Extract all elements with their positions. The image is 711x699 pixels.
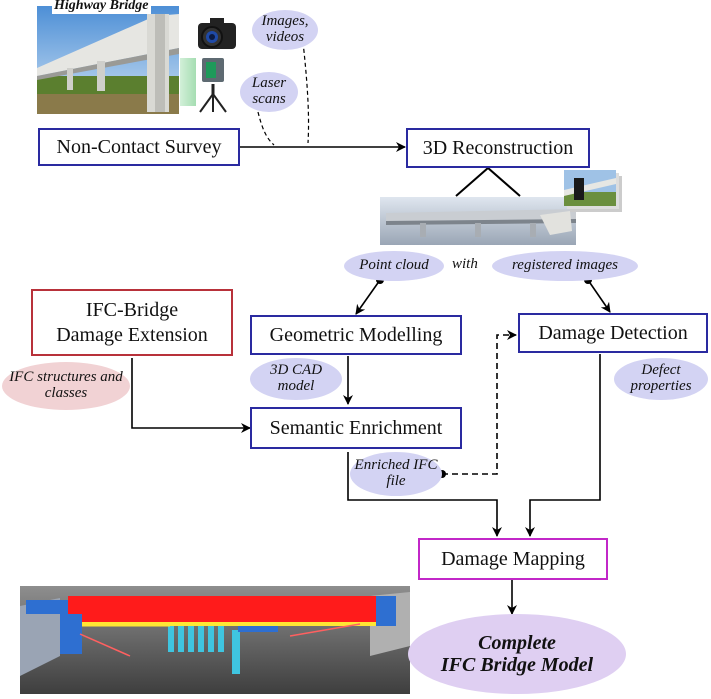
cad-model-label: 3D CAD model (250, 358, 342, 400)
ifc-bridge-label-line1: IFC-Bridge (85, 298, 179, 321)
dashed-images-link (302, 41, 310, 144)
arrow-semantic-to-mapping (347, 452, 502, 537)
complete-ifc-bridge-model: Complete IFC Bridge Model (408, 614, 626, 694)
reconstruction-label: 3D Reconstruction (422, 136, 574, 159)
defect-properties-label: Defect properties (614, 358, 708, 400)
photo-caption: Highway Bridge (52, 0, 151, 14)
non-contact-survey-node: Non-Contact Survey (38, 128, 240, 166)
point-cloud-label: Point cloud (344, 251, 444, 281)
damage-detection-label: Damage Detection (538, 321, 688, 344)
laser-beam (180, 58, 196, 106)
final-output-line1: Complete (478, 632, 556, 654)
with-label: with (452, 256, 478, 272)
registered-images-label: registered images (492, 251, 638, 281)
geometric-modelling-node: Geometric Modelling (250, 315, 462, 355)
laser-scans-label: Laser scans (240, 72, 298, 112)
arrow-ifc-to-semantic (131, 358, 251, 433)
damage-mapping-label: Damage Mapping (441, 547, 585, 570)
final-output-line2: IFC Bridge Model (440, 654, 594, 676)
enriched-ifc-label: Enriched IFC file (350, 452, 442, 496)
registered-image-thumbnail (564, 170, 622, 212)
ifc-bridge-label-line2: Damage Extension (56, 323, 208, 346)
non-contact-survey-label: Non-Contact Survey (56, 135, 222, 158)
semantic-enrichment-node: Semantic Enrichment (250, 407, 462, 449)
damage-mapping-node: Damage Mapping (418, 538, 608, 580)
point-cloud-image (380, 197, 576, 245)
arrow-to-detection (587, 279, 611, 313)
ifc-bridge-model-render (20, 586, 410, 694)
reconstruction-branch (455, 166, 521, 197)
reconstruction-node: 3D Reconstruction (406, 128, 590, 168)
arrow-detection-to-mapping (525, 354, 601, 537)
images-videos-label: Images, videos (252, 10, 318, 50)
geometric-modelling-label: Geometric Modelling (269, 323, 443, 346)
arrow-to-geometric (355, 279, 381, 315)
semantic-enrichment-label: Semantic Enrichment (269, 416, 443, 439)
laser-scanner-icon (196, 56, 230, 114)
ifc-bridge-extension-node: IFC-Bridge Damage Extension (31, 289, 233, 356)
camera-icon (196, 15, 242, 51)
dashed-enriched-to-detection (442, 330, 517, 475)
highway-bridge-photo (37, 6, 179, 114)
dashed-laser-link (257, 111, 275, 146)
ifc-structures-label: IFC structures and classes (2, 362, 130, 410)
damage-detection-node: Damage Detection (518, 313, 708, 353)
